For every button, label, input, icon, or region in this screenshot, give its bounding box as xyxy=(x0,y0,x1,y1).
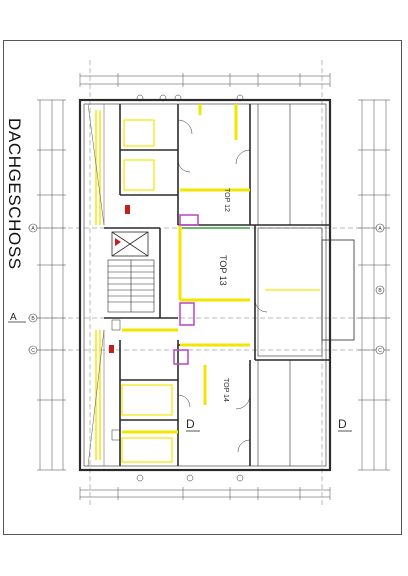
axis-bubble-labels-left: A B C xyxy=(31,226,35,354)
magenta-fixtures xyxy=(173,214,199,365)
unit-labels: TOP 13 TOP 12 TOP 14 xyxy=(218,188,230,402)
section-marker-d-center: D xyxy=(186,417,195,431)
door-swings xyxy=(177,119,268,453)
axis-bubbles-right xyxy=(375,223,385,355)
unit-label-upper: TOP 12 xyxy=(223,188,230,212)
axis-b-right: B xyxy=(378,288,382,294)
dimension-lines-right xyxy=(358,99,390,471)
dimension-lines-bottom xyxy=(79,487,331,500)
axis-bubbles-left xyxy=(28,223,38,355)
elevator-shaft xyxy=(111,231,149,257)
fixture-symbols xyxy=(111,94,244,482)
unit-label-top13: TOP 13 xyxy=(218,255,228,286)
red-markers xyxy=(109,205,130,353)
staircase xyxy=(107,259,155,313)
yellow-details xyxy=(121,119,320,463)
axis-b-left: B xyxy=(31,316,35,322)
unit-label-lower: TOP 14 xyxy=(222,378,229,402)
axis-a-right: A xyxy=(378,226,382,232)
axis-a-left: A xyxy=(31,226,35,232)
roof-slope-hatch xyxy=(95,110,101,460)
new-wall-highlights xyxy=(122,104,250,434)
axis-c-right: C xyxy=(378,348,382,354)
exterior-walls xyxy=(78,98,332,472)
dimension-lines-left xyxy=(37,99,66,471)
axis-c-left: C xyxy=(31,348,35,354)
section-marker-d-right: D xyxy=(338,417,347,431)
dimension-lines-top xyxy=(79,73,331,87)
sheet-border xyxy=(3,40,402,535)
roof-slope-lines xyxy=(87,103,105,467)
interior-walls xyxy=(104,104,330,466)
section-markers: A D D xyxy=(8,312,352,432)
axis-bubble-labels-right: A B C xyxy=(378,226,382,354)
terrace xyxy=(257,104,355,466)
section-marker-a: A xyxy=(10,312,17,323)
floor-title: DACHGESCHOSS xyxy=(5,118,24,270)
grid-axes xyxy=(28,60,390,505)
